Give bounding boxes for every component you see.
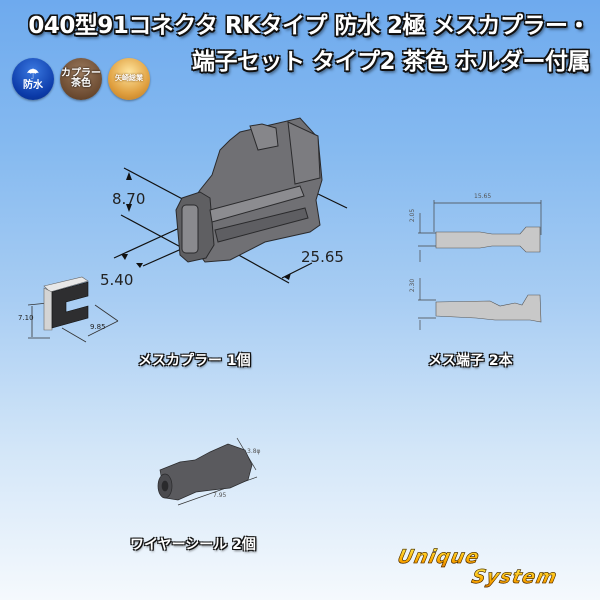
- seal-length-dim: 7.95: [213, 492, 227, 499]
- logo-line2: System: [469, 566, 560, 589]
- terminal-length-dim: 15.65: [474, 193, 492, 200]
- terminal-caption: メス端子 2本: [428, 353, 513, 369]
- umbrella-icon: ☂: [26, 64, 40, 83]
- seal-diameter-dim: 3.8φ: [247, 448, 261, 455]
- holder-height-dim: 7.10: [18, 314, 34, 322]
- maker-label: 矢崎総業: [115, 74, 143, 83]
- product-title-line1: 040型91コネクタ RKタイプ 防水 2極 メスカプラー・: [28, 13, 590, 39]
- holder-depth-dim: 9.85: [90, 323, 106, 331]
- seal-caption: ワイヤーシール 2個: [130, 537, 256, 553]
- waterproof-label: 防水: [23, 79, 43, 91]
- coupler-height-dim: 8.70: [112, 190, 146, 208]
- color-label: 茶色: [71, 78, 91, 89]
- coupler-caption: メスカプラー 1個: [138, 353, 251, 369]
- coupler-color-badge: カプラー 茶色: [60, 58, 102, 100]
- coupler-label: カプラー: [61, 67, 101, 79]
- maker-badge: 矢崎総業: [108, 58, 150, 100]
- logo-line1: Unique: [395, 546, 482, 569]
- coupler-length-dim: 25.65: [301, 248, 344, 266]
- coupler-width-dim: 5.40: [100, 271, 134, 289]
- waterproof-badge: ☂ 防水: [12, 58, 54, 100]
- product-title-line2: 端子セット タイプ2 茶色 ホルダー付属: [191, 49, 591, 75]
